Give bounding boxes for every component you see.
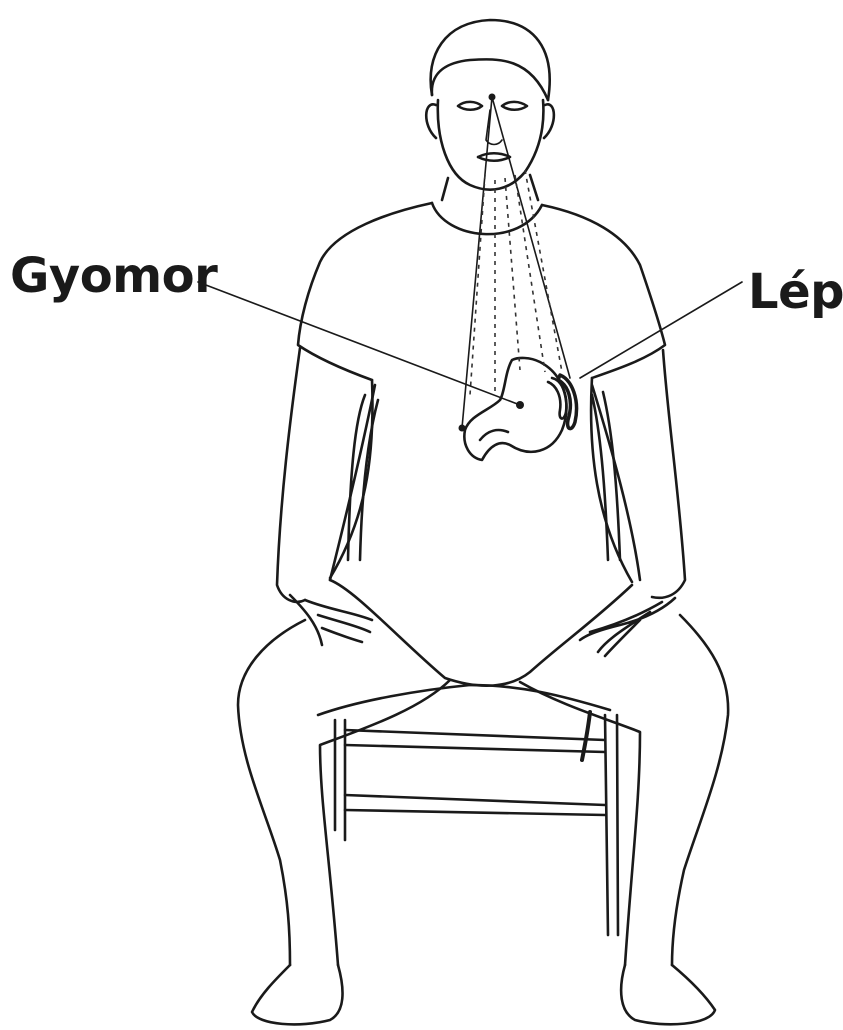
stomach-leader-line: [198, 282, 520, 405]
torso: [298, 175, 665, 582]
guidance-lines: [459, 97, 571, 432]
stomach-label: Gyomor: [10, 252, 217, 300]
spleen-label: Lép: [748, 268, 843, 316]
spleen-organ: [548, 375, 577, 429]
arms: [277, 348, 685, 656]
stomach-organ: [464, 358, 566, 460]
chair: [335, 392, 620, 935]
lap: [318, 580, 632, 715]
legs: [238, 615, 728, 1024]
head: [426, 20, 554, 190]
spleen-leader-line: [580, 282, 742, 378]
